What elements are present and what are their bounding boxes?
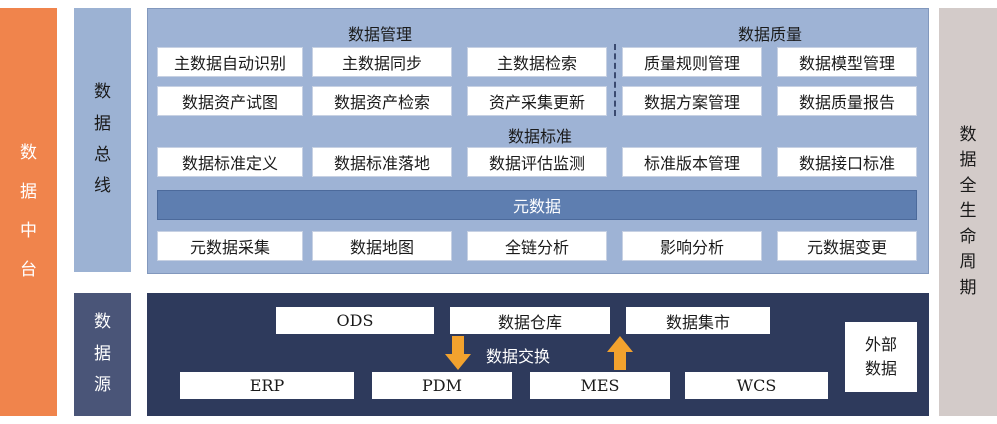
mes-box: MES (530, 372, 670, 399)
ods-box: ODS (276, 307, 434, 334)
module-box: 元数据采集 (157, 231, 303, 261)
left-label-char: 台 (20, 260, 37, 281)
arrow-down-icon (445, 336, 471, 370)
module-box: 数据地图 (312, 231, 452, 261)
module-box: 质量规则管理 (622, 47, 762, 77)
erp-box: ERP (180, 372, 354, 399)
right-label-char: 据 (959, 150, 977, 171)
module-box: 数据标准落地 (312, 147, 452, 177)
data-lifecycle-label: 数 据 全 生 命 周 期 (939, 8, 997, 416)
module-box: 数据评估监测 (467, 147, 607, 177)
data-middle-platform-label: 数 据 中 台 (0, 8, 57, 416)
data-source-label: 数 据 源 (74, 293, 131, 416)
left-label-char: 数 (20, 142, 37, 163)
metadata-bar: 元数据 (157, 190, 917, 220)
right-label-char: 数 (959, 124, 977, 145)
bus-label-char: 据 (94, 113, 111, 134)
arrow-up-icon (607, 336, 633, 370)
right-label-char: 期 (959, 277, 977, 298)
module-box: 数据接口标准 (777, 147, 917, 177)
module-box: 主数据同步 (312, 47, 452, 77)
data-management-title: 数据管理 (347, 25, 412, 44)
external-data-line: 数据 (864, 359, 897, 378)
data-bus-label: 数 据 总 线 (74, 8, 131, 272)
right-label-char: 命 (959, 226, 977, 247)
pdm-box: PDM (372, 372, 512, 399)
module-box: 元数据变更 (777, 231, 917, 261)
module-box: 数据方案管理 (622, 86, 762, 116)
bus-label-char: 线 (94, 176, 111, 197)
module-box: 资产采集更新 (467, 86, 607, 116)
module-box: 影响分析 (622, 231, 762, 261)
module-box: 主数据自动识别 (157, 47, 303, 77)
data-exchange-label: 数据交换 (486, 347, 551, 366)
bus-label-char: 总 (94, 145, 111, 165)
source-label-char: 数 (94, 312, 111, 333)
right-label-char: 生 (959, 201, 977, 222)
module-box: 数据标准定义 (157, 147, 303, 177)
data-mart-box: 数据集市 (626, 307, 770, 334)
bus-label-char: 数 (94, 82, 111, 103)
wcs-box: WCS (685, 372, 828, 399)
data-quality-title: 数据质量 (737, 25, 802, 44)
external-data-box: 外部 数据 (845, 322, 917, 392)
module-box: 标准版本管理 (622, 147, 762, 177)
module-box: 全链分析 (467, 231, 607, 261)
left-label-char: 中 (20, 221, 37, 241)
right-label-char: 全 (959, 175, 977, 196)
section-divider (614, 44, 616, 116)
data-warehouse-box: 数据仓库 (450, 307, 610, 334)
module-box: 数据资产检索 (312, 86, 452, 116)
module-box: 数据质量报告 (777, 86, 917, 116)
left-label-char: 据 (20, 181, 37, 202)
data-standard-title: 数据标准 (507, 127, 572, 146)
external-data-line: 外部 (864, 335, 897, 354)
module-box: 数据模型管理 (777, 47, 917, 77)
module-box: 主数据检索 (467, 47, 607, 77)
source-label-char: 源 (94, 375, 111, 396)
right-label-char: 周 (959, 252, 977, 273)
module-box: 数据资产试图 (157, 86, 303, 116)
source-label-char: 据 (94, 343, 111, 364)
